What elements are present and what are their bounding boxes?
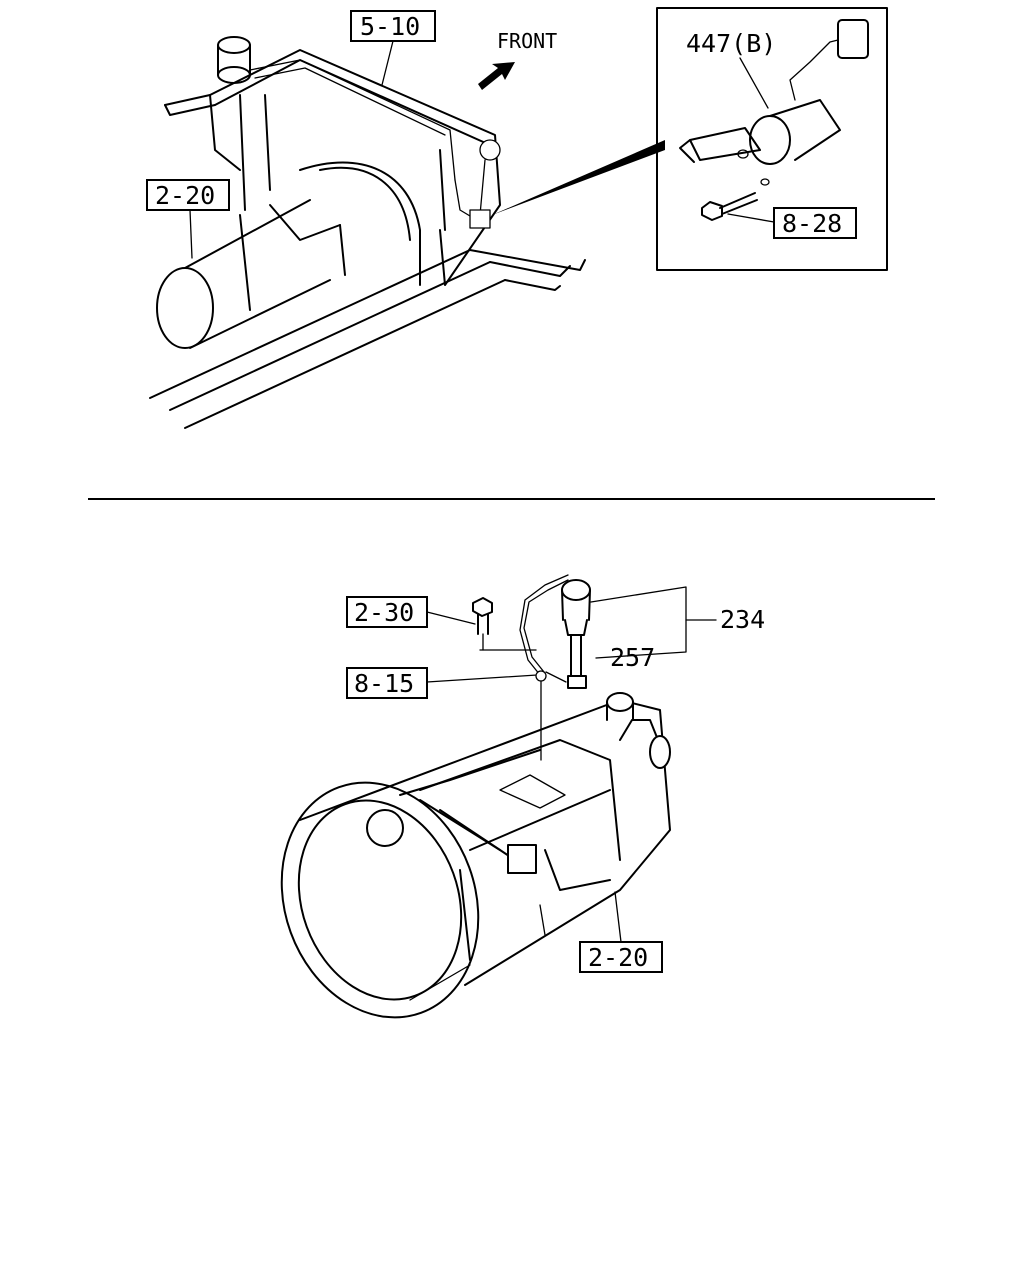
inset-part-label: 447(B) xyxy=(686,29,776,58)
bottom-view: 2-30 8-15 xyxy=(280,574,765,1019)
front-direction-indicator: FRONT xyxy=(478,29,557,90)
transmission-body xyxy=(156,161,421,349)
bolt-drawing xyxy=(701,192,758,221)
front-label: FRONT xyxy=(497,29,557,53)
bolt-2-30-drawing xyxy=(472,597,537,651)
inset-leader-wedge xyxy=(492,140,665,215)
reservoir-cap xyxy=(217,36,251,84)
front-arrow-icon xyxy=(478,62,515,90)
callout-2-30: 2-30 xyxy=(346,596,476,628)
callout-257-label: 257 xyxy=(610,643,655,672)
pressure-switch-drawing xyxy=(519,574,591,761)
solenoid-valve-drawing xyxy=(679,19,869,186)
inset-bolt-label: 8-28 xyxy=(782,209,842,238)
top-view: FRONT 5-10 2-20 447(B) xyxy=(146,7,888,429)
callout-2-20-bottom-label: 2-20 xyxy=(588,943,648,972)
callout-2-20-top-label: 2-20 xyxy=(155,181,215,210)
detail-inset: 447(B) 8-28 xyxy=(656,7,888,271)
callout-2-20-bottom: 2-20 xyxy=(579,891,663,973)
routing-lines xyxy=(249,59,501,229)
callout-8-15-label: 8-15 xyxy=(354,669,414,698)
callout-5-10: 5-10 xyxy=(350,10,436,86)
transmission-assembly-drawing xyxy=(280,692,671,1019)
callout-2-30-label: 2-30 xyxy=(354,598,414,627)
callout-2-20-top: 2-20 xyxy=(146,179,230,259)
callout-234-label: 234 xyxy=(720,605,765,634)
callout-234-257: 234 257 xyxy=(590,586,765,672)
callout-5-10-label: 5-10 xyxy=(360,12,420,41)
callout-8-15: 8-15 xyxy=(346,667,538,699)
chassis-frame-rails xyxy=(149,249,586,429)
